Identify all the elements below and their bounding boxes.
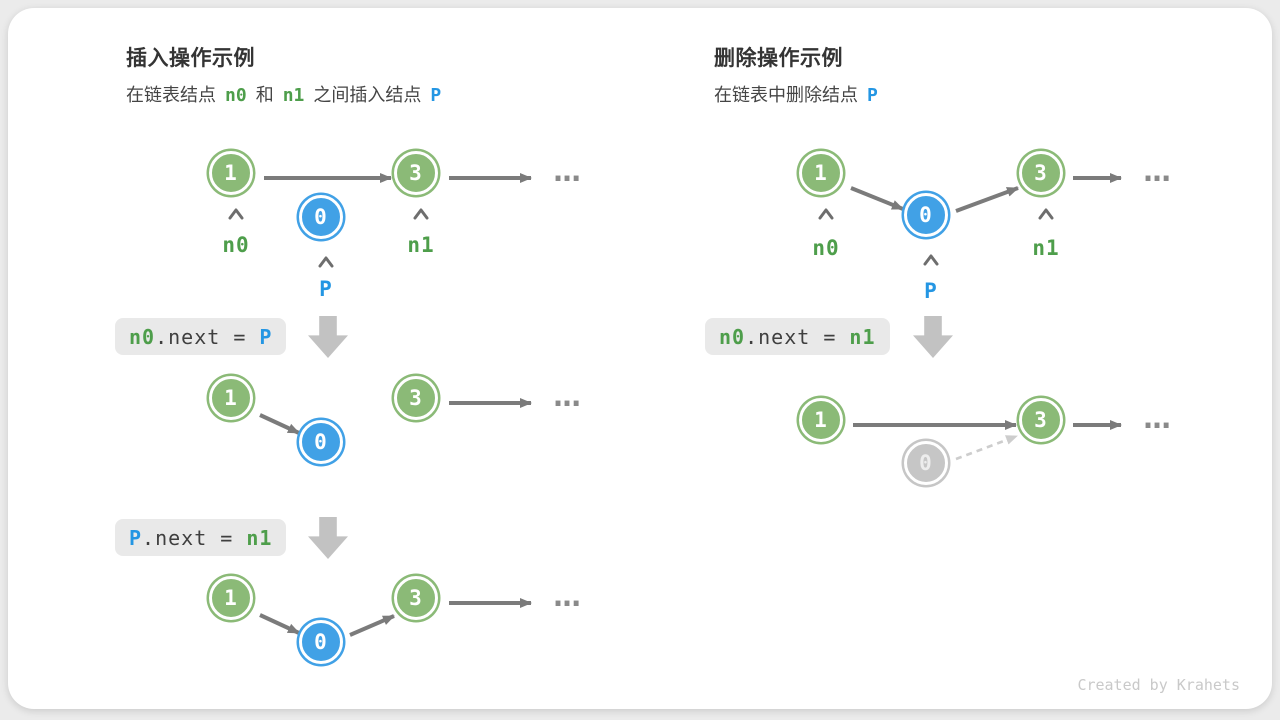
list-node: 1 [208,375,253,420]
list-node: 3 [393,375,438,420]
code-statement: n0.next = n1 [705,318,890,355]
list-node-p: 0 [298,419,343,464]
list-node: 1 [208,150,253,195]
code-mid: .next = [155,324,260,349]
ellipsis: ... [549,579,585,614]
list-node-removed: 0 [903,440,948,485]
credit-text: Created by Krahets [1077,676,1240,694]
code-rhs: n1 [849,324,876,349]
ellipsis: ... [549,379,585,414]
code-statement: P.next = n1 [115,519,287,556]
list-node: 1 [208,575,253,620]
pointer-label-p: P [924,279,938,303]
list-node: 1 [798,150,843,195]
subtitle-text: 在链表结点 [126,85,216,105]
insert-section-subtitle: 在链表结点 n0 和 n1 之间插入结点 P [126,81,441,107]
pointer-label-n1: n1 [407,233,435,257]
list-node-p: 0 [298,194,343,239]
pointer-label-n1: n1 [1032,236,1060,260]
pointer-label-n0: n0 [812,236,840,260]
subtitle-text: 在链表中删除结点 [714,85,858,105]
token-n1: n1 [282,85,305,106]
token-n0: n0 [225,85,247,106]
code-lhs: n0 [129,324,156,349]
code-rhs: n1 [246,525,273,550]
code-rhs: P [259,324,273,349]
ellipsis: ... [1139,401,1175,436]
figure-card [8,8,1272,709]
list-node: 3 [1018,150,1063,195]
list-node: 3 [1018,397,1063,442]
token-p: P [430,85,442,106]
list-node-p: 0 [903,192,948,237]
ellipsis: ... [549,154,585,189]
pointer-label-p: P [319,277,333,301]
delete-section-title: 删除操作示例 [714,47,843,70]
list-node: 1 [798,397,843,442]
list-node: 3 [393,150,438,195]
delete-section-subtitle: 在链表中删除结点 P [714,81,878,107]
code-mid: .next = [745,324,850,349]
code-lhs: P [129,525,143,550]
ellipsis: ... [1139,154,1175,189]
insert-section-title: 插入操作示例 [126,47,255,70]
subtitle-text: 之间插入结点 [313,85,422,105]
subtitle-text: 和 [255,85,274,105]
code-statement: n0.next = P [115,318,287,355]
token-p: P [867,85,878,106]
code-lhs: n0 [719,324,746,349]
list-node-p: 0 [298,619,343,664]
code-mid: .next = [142,525,247,550]
list-node: 3 [393,575,438,620]
pointer-label-n0: n0 [222,233,250,257]
